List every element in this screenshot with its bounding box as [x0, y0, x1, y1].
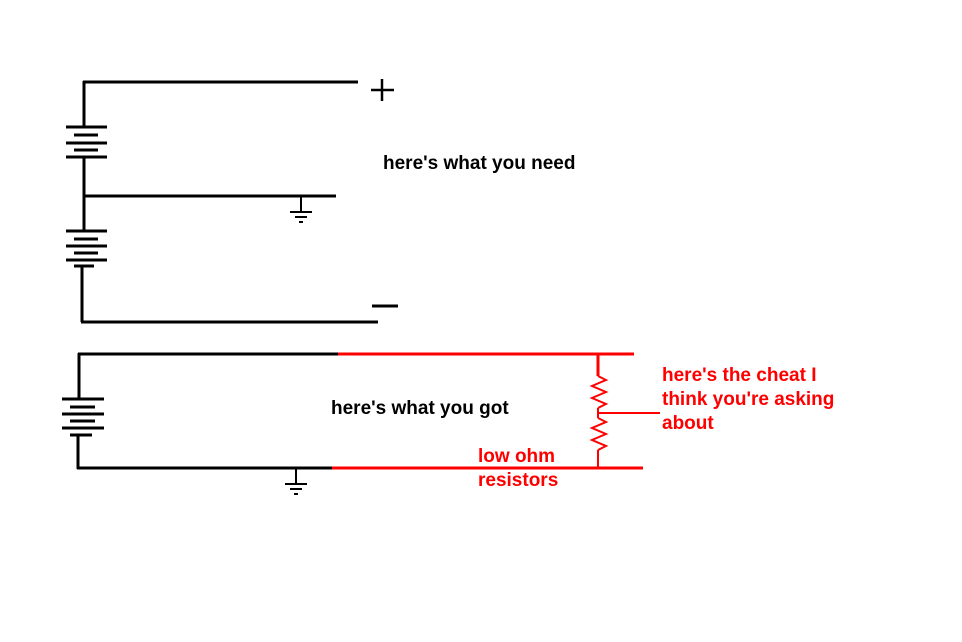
battery-icon: [66, 125, 107, 159]
dual-supply-circuit: [66, 79, 398, 324]
cheat-note: here's the cheat I think you're asking a…: [662, 364, 834, 436]
ground-icon: [290, 196, 312, 223]
battery-icon: [62, 397, 104, 437]
resistor-note-line: low ohm: [478, 446, 556, 467]
cheat-note-line: here's the cheat I: [662, 365, 817, 386]
resistor-note: low ohm resistors: [478, 445, 558, 493]
ground-icon: [285, 468, 307, 495]
resistor-note-line: resistors: [478, 470, 559, 491]
battery-icon: [66, 229, 107, 268]
need-label: here's what you need: [383, 153, 576, 174]
cheat-note-line: about: [662, 413, 714, 434]
cheat-note-line: think you're asking: [662, 389, 835, 410]
got-label: here's what you got: [331, 398, 509, 419]
resistor-icon: [589, 417, 609, 451]
plus-sign-icon: [371, 79, 394, 101]
single-supply-circuit: [62, 352, 338, 495]
cheat-annotation: [332, 352, 660, 470]
resistor-icon: [589, 375, 609, 409]
